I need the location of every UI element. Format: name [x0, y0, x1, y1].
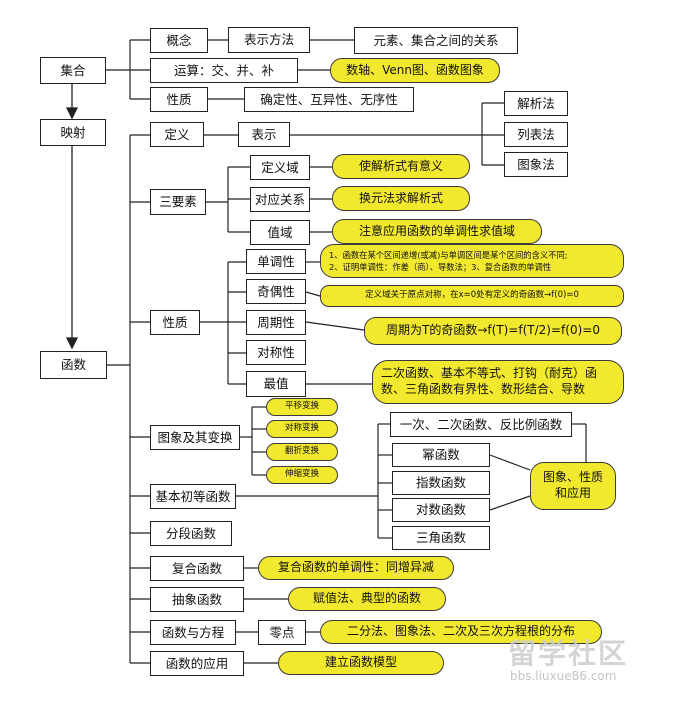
note-pingyi: 平移变换: [266, 398, 338, 416]
note-zhuyi: 注意应用函数的单调性求值域: [332, 219, 542, 244]
watermark-logo: 留学社区: [508, 637, 629, 670]
note-fuhe: 复合函数的单调性：同增异减: [258, 556, 454, 580]
note-shensuo: 伸缩变换: [266, 466, 338, 484]
note-huanyuan: 换元法求解析式: [332, 186, 470, 211]
node-sanjiao: 三角函数: [392, 526, 490, 550]
node-dingyi: 定义: [150, 122, 204, 147]
node-sanyaosu: 三要素: [150, 189, 206, 215]
node-lingdian: 零点: [258, 620, 306, 645]
node-biaoshi-fangfa: 表示方法: [228, 27, 310, 53]
node-biaoshi: 表示: [238, 122, 290, 147]
node-liebiaofa: 列表法: [504, 122, 568, 147]
node-tuxiang-bianhuan: 图象及其变换: [150, 425, 240, 450]
node-dandiao: 单调性: [246, 249, 306, 274]
node-yingshe: 映射: [40, 119, 106, 146]
note-tuxiang-xz: 图象、性质和应用: [530, 462, 616, 510]
node-xingzhi-jihe: 性质: [150, 87, 208, 112]
note-dandiao: 1、函数在某个区间递增(或减)与单调区间是某个区间的含义不同; 2、证明单调性：…: [320, 244, 624, 278]
watermark-url: bbs.liuxue86.com: [510, 669, 617, 683]
node-zuizhi: 最值: [246, 371, 306, 397]
note-zuizhi: 二次函数、基本不等式、打钩（耐克）函数、三角函数有界性、数形结合、导数: [372, 360, 624, 404]
note-shuzhou: 数轴、Venn图、函数图象: [330, 58, 500, 83]
note-dandiao-line1: 1、函数在某个区间递增(或减)与单调区间是某个区间的含义不同;: [329, 249, 568, 260]
node-xingzhi-hanshu: 性质: [150, 310, 200, 335]
node-mi: 幂函数: [392, 443, 490, 467]
note-jiou: 定义域关于原点对称，在x=0处有定义的奇函数→f(0)=0: [320, 285, 624, 307]
node-gainian: 概念: [150, 28, 208, 53]
note-duichen-bh: 对称变换: [266, 420, 338, 438]
node-duishu: 对数函数: [392, 498, 490, 522]
node-duichen: 对称性: [246, 340, 306, 365]
node-hanshu: 函数: [40, 351, 107, 379]
note-fanzhe: 翻折变换: [266, 443, 338, 461]
note-lingdian: 二分法、图象法、二次及三次方程根的分布: [320, 620, 602, 644]
node-duiying: 对应关系: [250, 187, 310, 212]
note-moxing: 建立函数模型: [278, 651, 444, 675]
node-tuxiangfa: 图象法: [504, 152, 568, 177]
node-yingyong: 函数的应用: [150, 651, 244, 676]
node-yunsuan: 运算：交、并、补: [150, 58, 298, 83]
node-jiou: 奇偶性: [246, 279, 306, 304]
node-yici: 一次、二次函数、反比例函数: [390, 412, 572, 437]
node-fangcheng: 函数与方程: [150, 620, 236, 645]
note-dandiao-line2: 2、证明单调性：作差（商）、导数法；3、复合函数的单调性: [329, 262, 552, 272]
node-zhishu: 指数函数: [392, 471, 490, 495]
node-dingyiyu: 定义域: [250, 155, 310, 180]
node-jiben: 基本初等函数: [150, 484, 236, 509]
node-zhouqi: 周期性: [246, 310, 306, 335]
node-zhiyu: 值域: [250, 220, 310, 245]
node-queding: 确定性、互异性、无序性: [244, 87, 414, 112]
node-chouxiang: 抽象函数: [150, 587, 244, 612]
node-yuansu-guanxi: 元素、集合之间的关系: [354, 27, 518, 54]
node-jiexifa: 解析法: [504, 91, 568, 116]
node-fuhe: 复合函数: [150, 556, 244, 581]
note-chouxiang: 赋值法、典型的函数: [288, 587, 446, 611]
note-zhouqi: 周期为T的奇函数→f(T)=f(T/2)=f(0)=0: [364, 317, 622, 345]
node-jihe: 集合: [40, 57, 106, 84]
node-fenduan: 分段函数: [150, 521, 232, 546]
note-shijiexishi: 使解析式有意义: [332, 154, 470, 179]
